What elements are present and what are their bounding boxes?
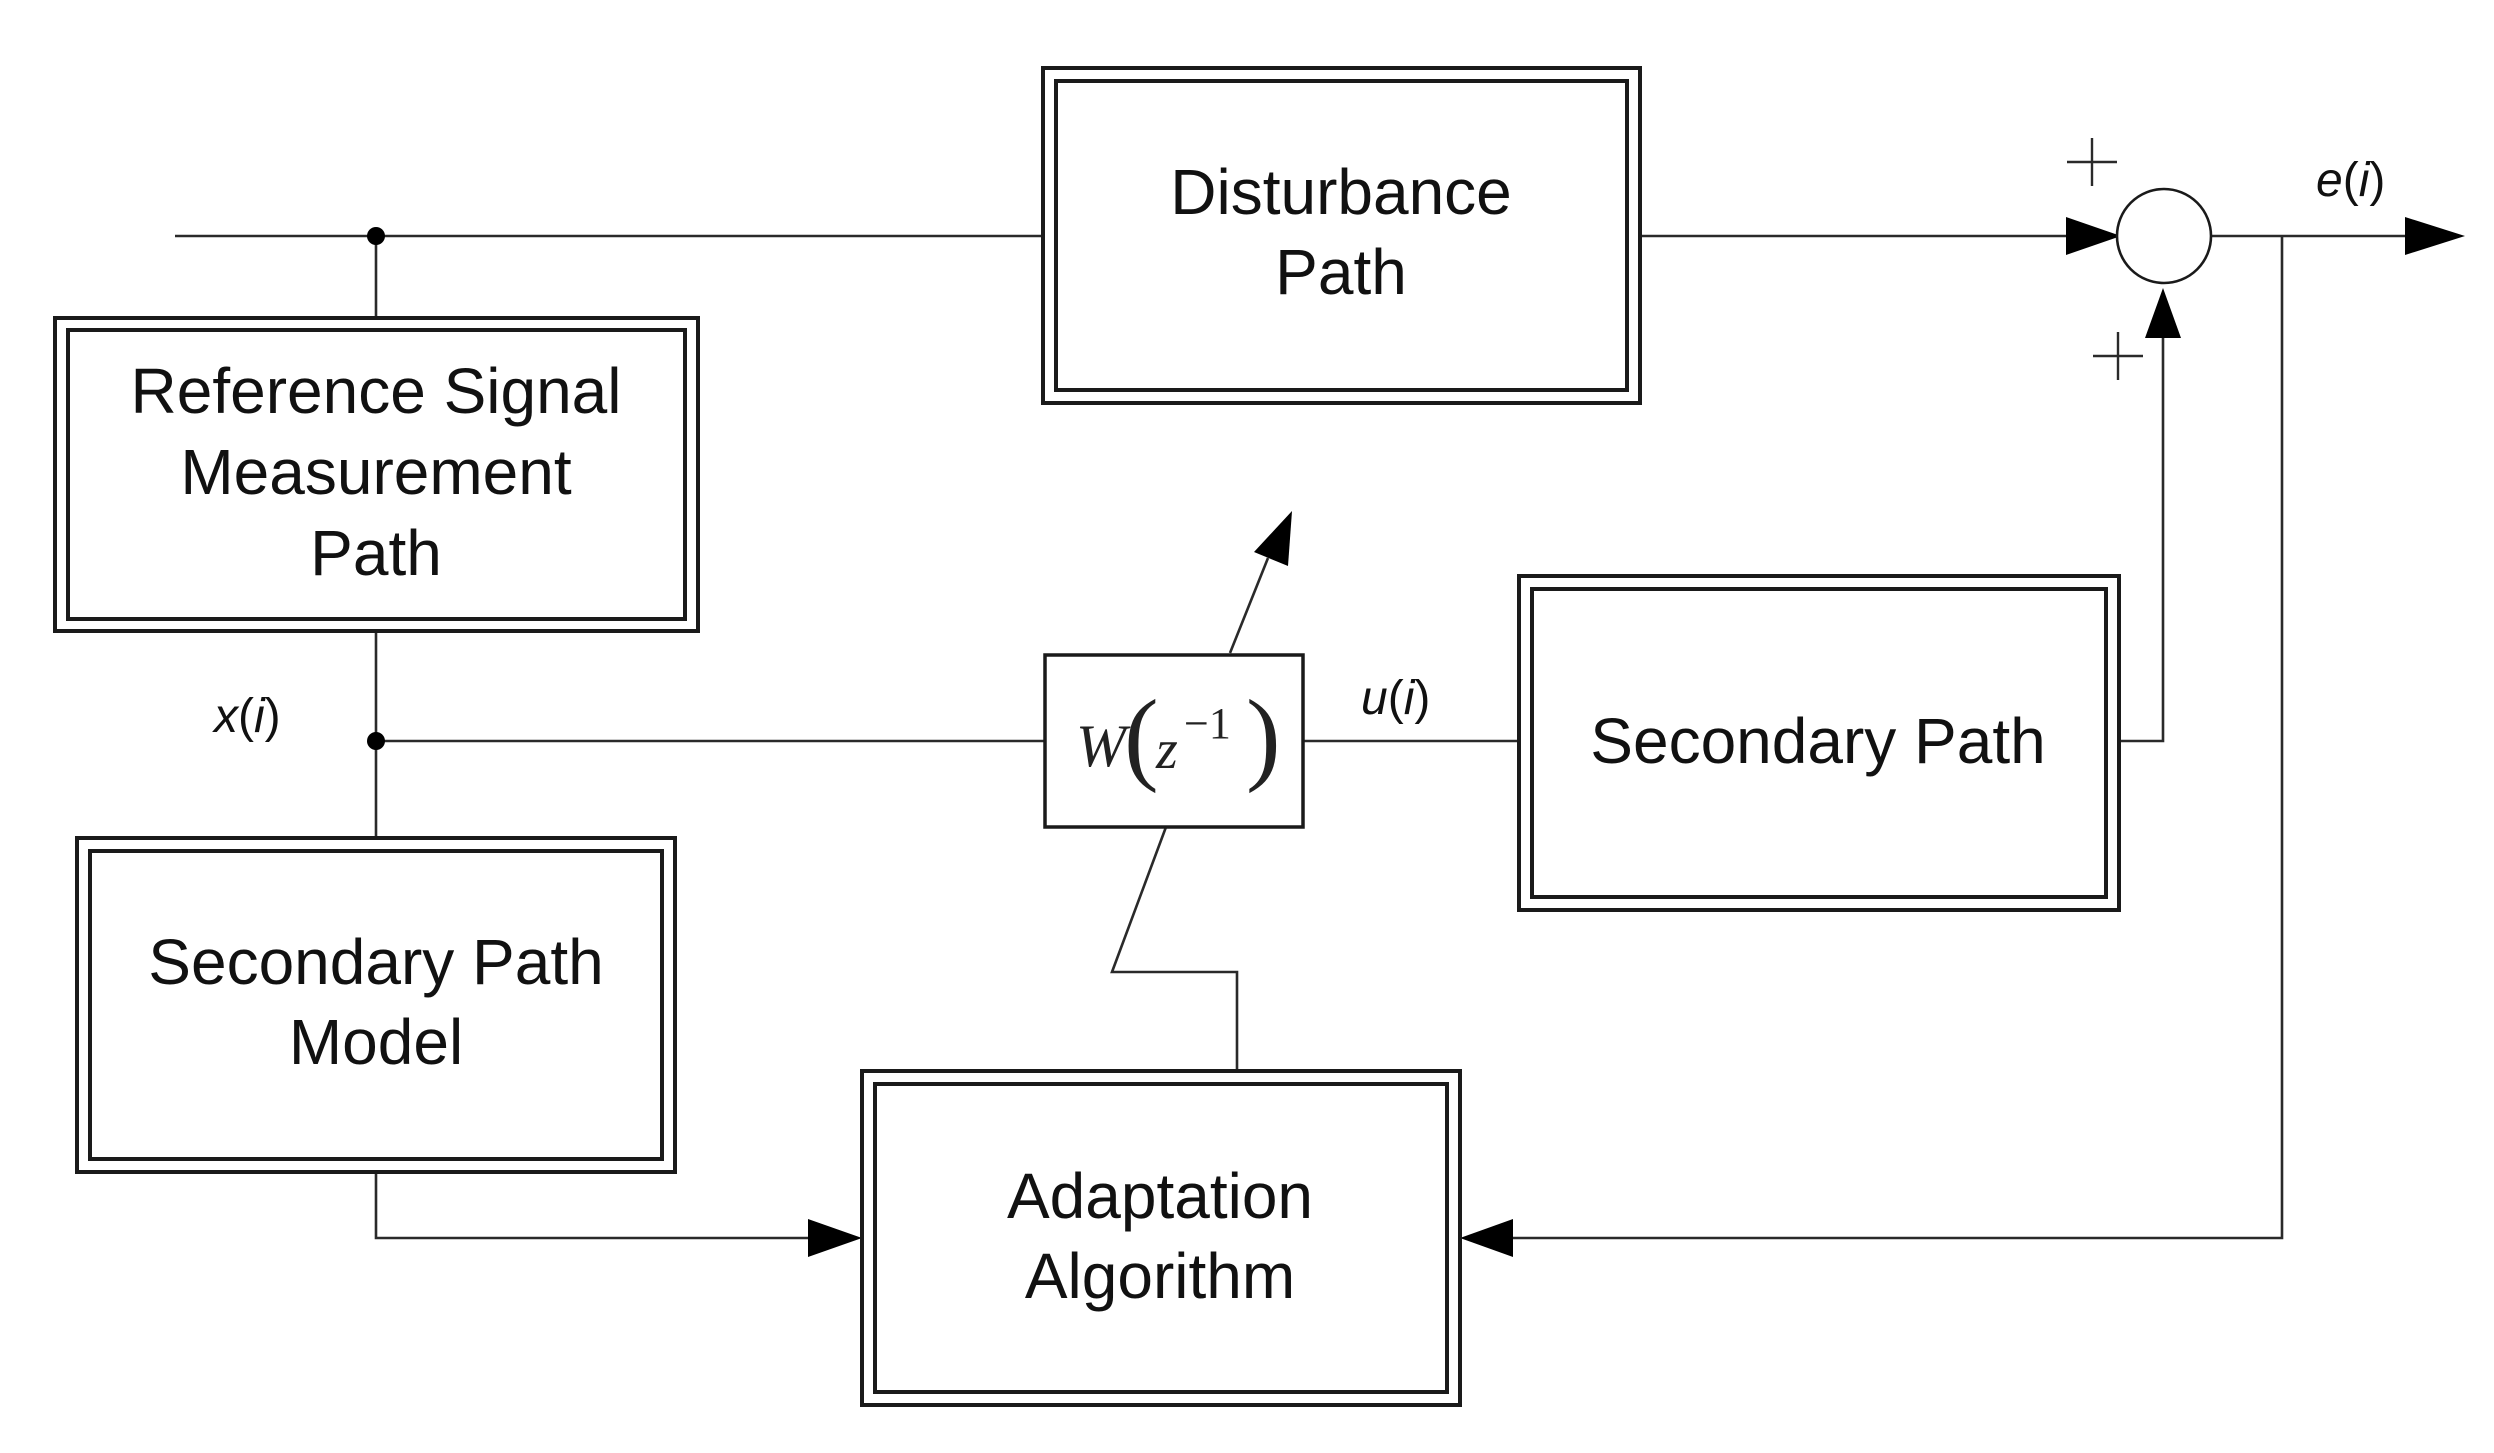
connections [175, 234, 2410, 1240]
reference-measurement-label-line1: Reference Signal [131, 355, 622, 427]
reference-measurement-block: Reference Signal Measurement Path [53, 316, 700, 633]
adaptive-filter-block: W ( z −1 ) [1043, 653, 1305, 829]
secondary-path-label: Secondary Path [1590, 705, 2045, 777]
summer-circle [2115, 187, 2213, 285]
summer-top-sign-text: + [0, 0, 1, 1]
disturbance-path-block: Disturbance Path [1041, 66, 1642, 405]
adaptation-update-wire [1110, 826, 1239, 1071]
summer-top-plus-sign: + [0, 0, 2117, 186]
secondary-path-model-label-line2: Model [289, 1006, 463, 1078]
filter-argument: z [1155, 719, 1178, 781]
reference-measurement-label-line3: Path [310, 517, 442, 589]
summer-bottom-sign-text: + [0, 0, 1, 1]
secondary-to-summer-arrowhead [2145, 288, 2181, 338]
filter-left-paren: ( [1124, 679, 1159, 794]
input-branch-node [367, 227, 385, 245]
error-output-arrowhead [2405, 217, 2465, 255]
arrowheads [808, 217, 2465, 1257]
adaptive-filter-arrowhead [1254, 511, 1292, 566]
disturbance-path-label-line2: Path [1275, 236, 1407, 308]
secondary-path-model-block: Secondary Path Model [75, 836, 677, 1174]
adaptation-algorithm-label-line2: Algorithm [1025, 1240, 1295, 1312]
adaptation-algorithm-block: Adaptation Algorithm [860, 1069, 1462, 1407]
adaptive-indicator-wire [1228, 557, 1270, 654]
error-feedback-wire [1510, 236, 2284, 1240]
filter-exponent: −1 [1184, 699, 1231, 748]
control-signal-label: u(i) [1361, 672, 1430, 725]
error-signal-label: e(i) [2316, 154, 2385, 207]
filter-right-paren: ) [1246, 679, 1281, 794]
reference-measurement-label-line2: Measurement [180, 436, 572, 508]
summing-junction: + + [0, 0, 2213, 380]
secondary-path-block: Secondary Path [1517, 574, 2121, 912]
disturbance-to-summer-arrowhead [2066, 217, 2121, 255]
adaptation-algorithm-label-line1: Adaptation [1007, 1160, 1313, 1232]
secondary-output-wire [2118, 330, 2165, 743]
model-to-adaptation-arrowhead [808, 1219, 862, 1257]
summer-bottom-plus-sign: + [0, 0, 2143, 380]
filtered-reference-wire [374, 1172, 810, 1240]
filter-symbol: W [1076, 713, 1131, 779]
error-to-adaptation-arrowhead [1460, 1219, 1513, 1257]
reference-branch-node [367, 732, 385, 750]
reference-signal-label: x(i) [212, 690, 281, 743]
secondary-path-model-label-line1: Secondary Path [148, 926, 603, 998]
disturbance-path-label-line1: Disturbance [1170, 156, 1512, 228]
